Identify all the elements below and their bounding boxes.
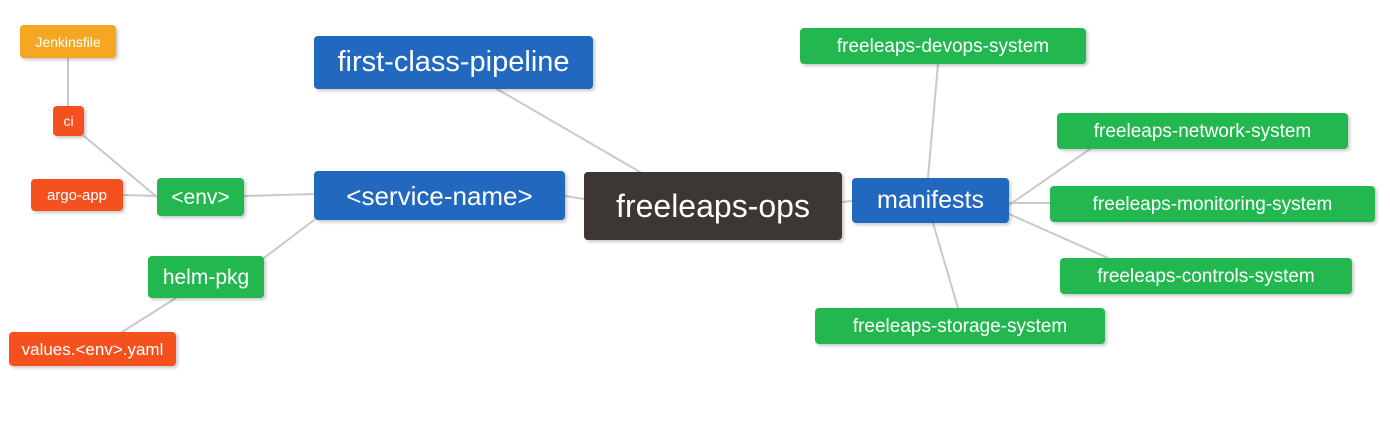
mindmap-node-label: <service-name> [346,180,533,211]
mindmap-node-label: first-class-pipeline [337,46,570,78]
mindmap-node-label: Jenkinsfile [35,33,101,50]
mindmap-edge [496,88,641,173]
mindmap-node-label: helm-pkg [162,265,250,289]
mindmap-edge [564,195,585,200]
mindmap-node-argo-app[interactable]: argo-app [31,179,123,211]
mindmap-node-values-yaml[interactable]: values.<env>.yaml [9,332,176,366]
mindmap-node-label: argo-app [46,186,108,204]
mindmap-node-label: <env> [171,185,230,209]
mindmap-node-label: values.<env>.yaml [21,339,164,359]
mindmap-node-label: manifests [877,186,984,214]
mindmap-node-label: freeleaps-devops-system [836,35,1050,57]
mindmap-node-label: freeleaps-ops [616,188,810,224]
mindmap-node-label: ci [63,113,74,129]
mindmap-node-jenkinsfile[interactable]: Jenkinsfile [20,25,116,58]
mindmap-node-service-name[interactable]: <service-name> [314,171,565,220]
mindmap-node-manifests[interactable]: manifests [852,178,1009,223]
mindmap-edge [122,194,158,197]
mindmap-node-freeleaps-monitoring-system[interactable]: freeleaps-monitoring-system [1050,186,1375,222]
mindmap-node-helm-pkg[interactable]: helm-pkg [148,256,264,298]
mindmap-node-first-class-pipeline[interactable]: first-class-pipeline [314,36,593,89]
mindmap-node-freeleaps-storage-system[interactable]: freeleaps-storage-system [815,308,1105,344]
mindmap-edge [927,63,939,179]
mindmap-node-freeleaps-devops-system[interactable]: freeleaps-devops-system [800,28,1086,64]
mindmap-edge [841,200,853,203]
mindmap-node-label: freeleaps-storage-system [852,315,1068,337]
mindmap-node-label: freeleaps-controls-system [1097,265,1315,287]
mindmap-edge [121,297,177,333]
mindmap-node-label: freeleaps-monitoring-system [1092,193,1333,215]
mindmap-node-freeleaps-controls-system[interactable]: freeleaps-controls-system [1060,258,1352,294]
mindmap-edge [263,219,315,259]
mindmap-edge [243,193,315,197]
mindmap-node-ci[interactable]: ci [53,106,84,136]
mindmap-node-freeleaps-network-system[interactable]: freeleaps-network-system [1057,113,1348,149]
mindmap-node-label: freeleaps-network-system [1093,120,1312,142]
mindmap-edge [932,222,959,309]
mindmap-node-env[interactable]: <env> [157,178,244,216]
mindmap-node-freeleaps-ops[interactable]: freeleaps-ops [584,172,842,240]
